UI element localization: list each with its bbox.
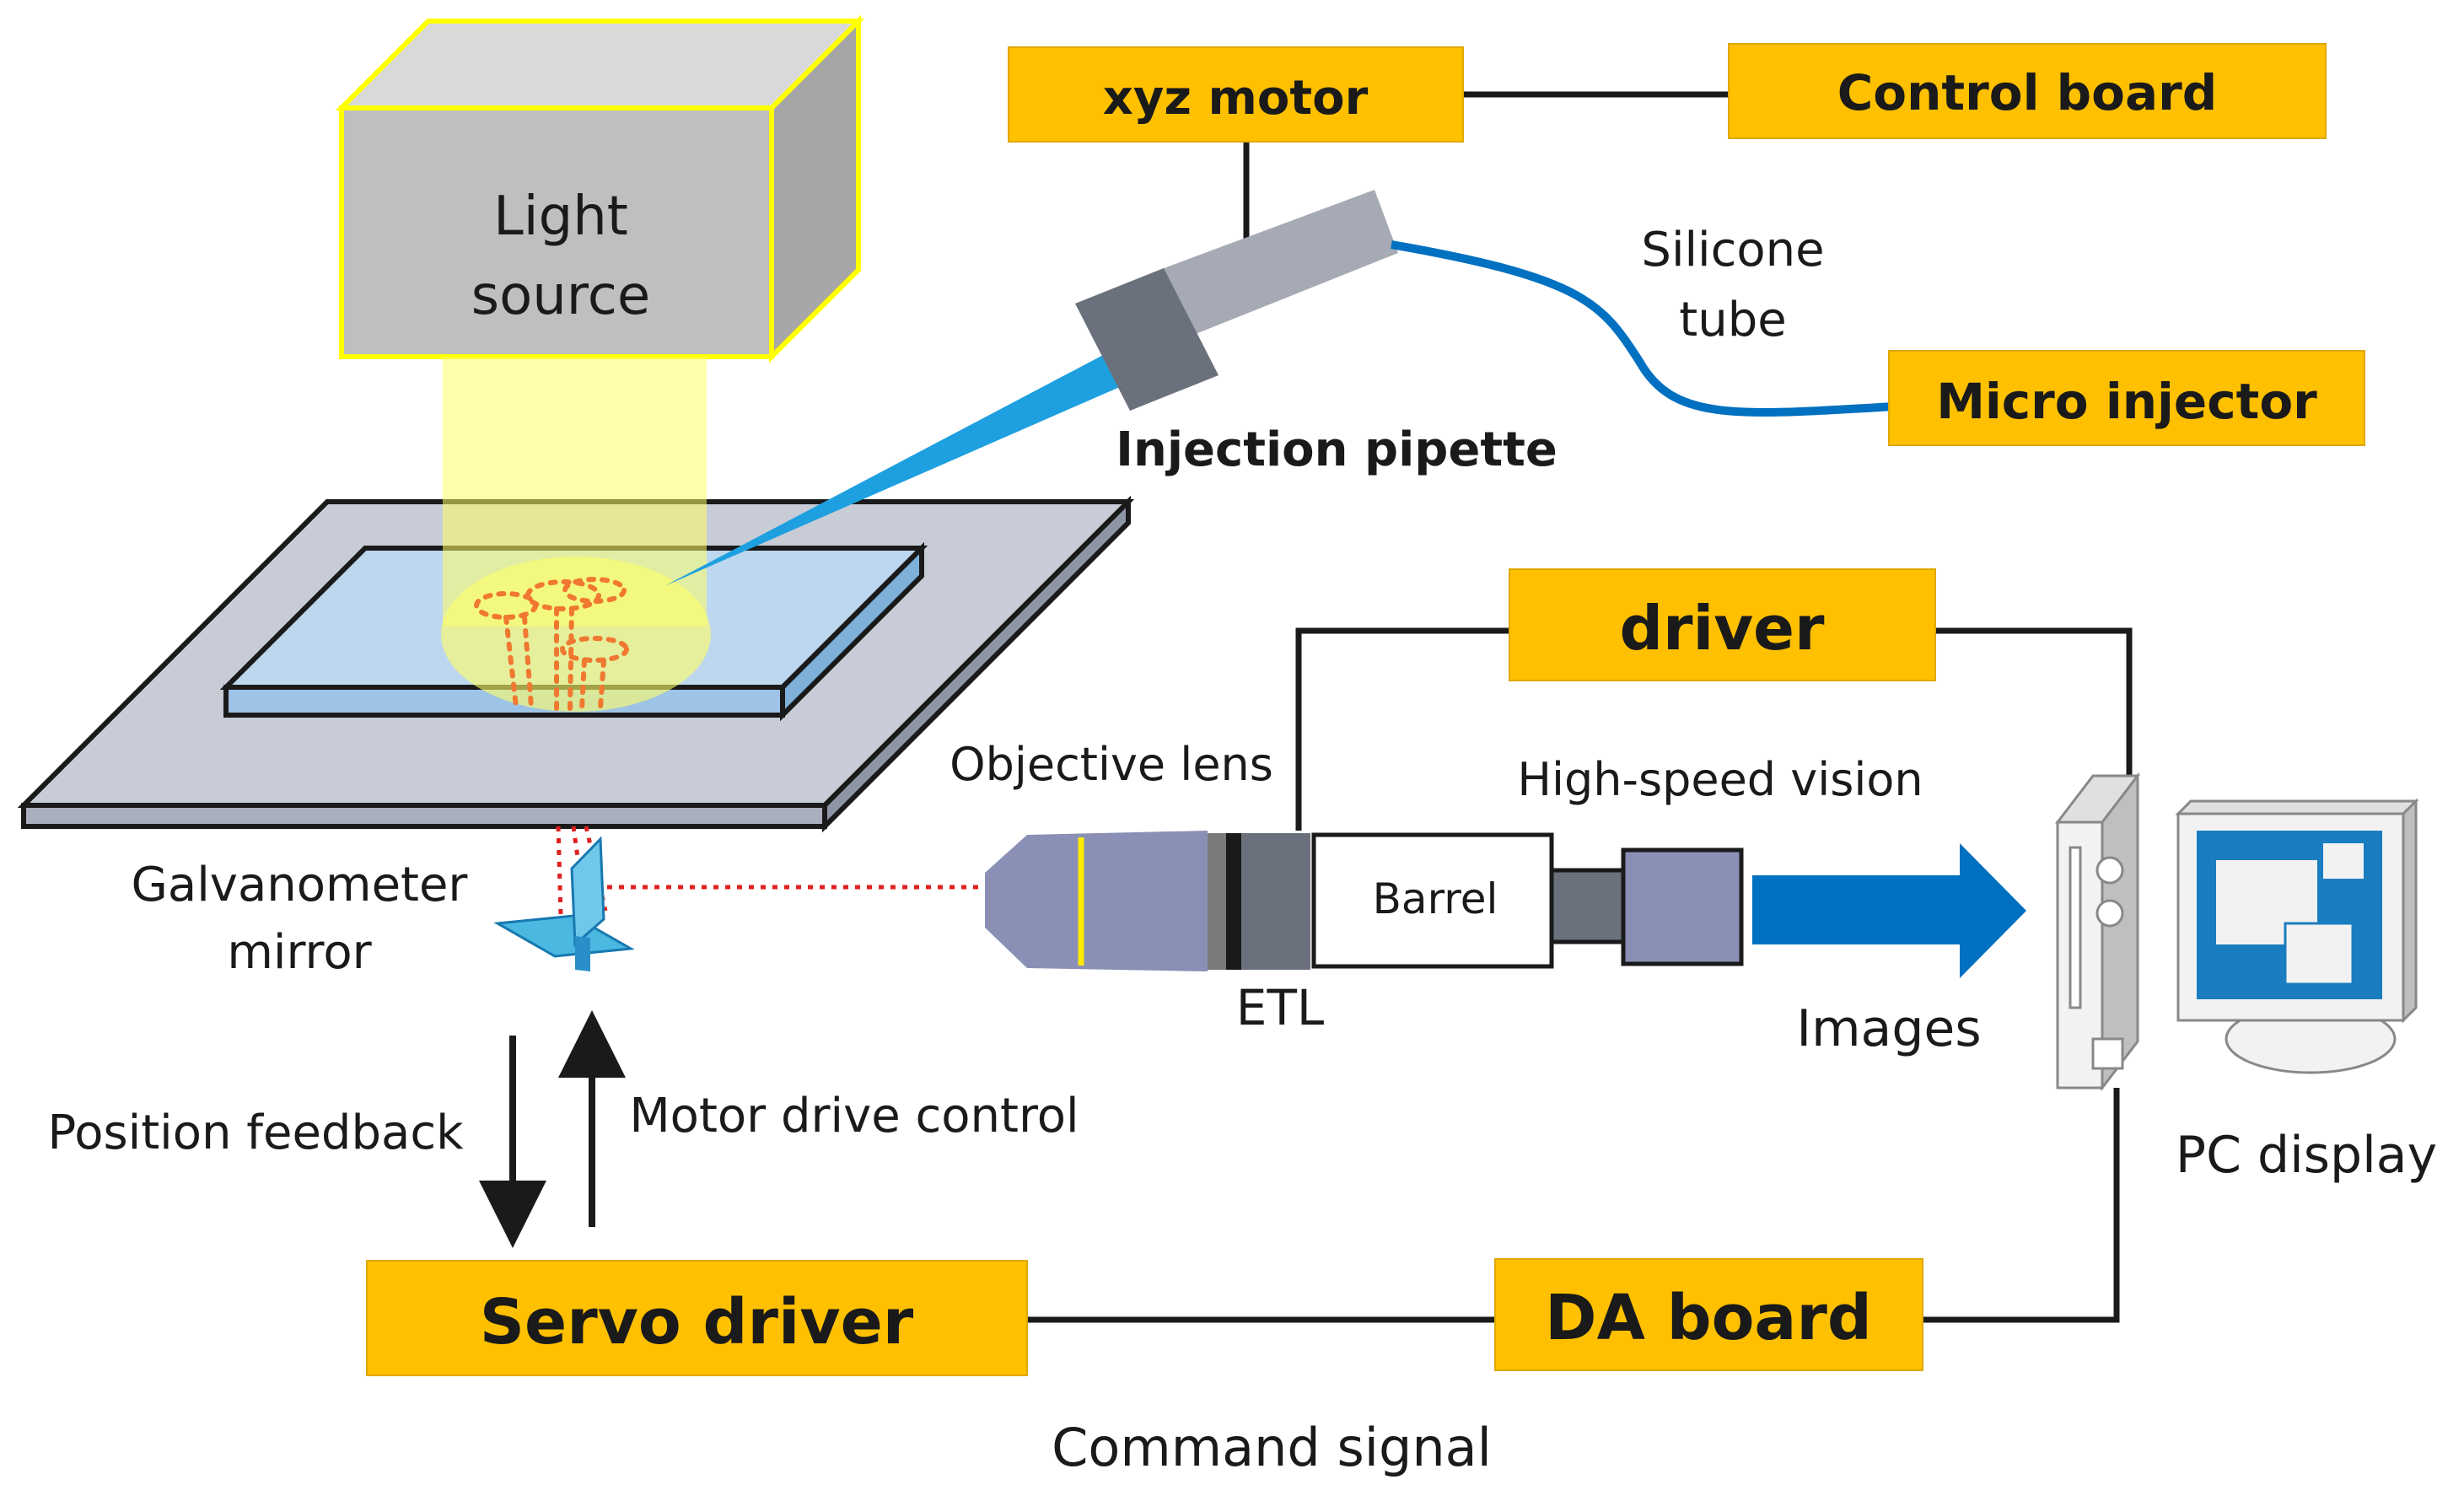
images-arrow [1752, 843, 2026, 978]
pc-computer [2054, 772, 2419, 1092]
box-da-board: DA board [1494, 1258, 1923, 1371]
wire-pc-to-da [1923, 1088, 2120, 1323]
objective-lens-label: Objective lens [950, 738, 1273, 791]
injection-pipette-label: Injection pipette [1116, 422, 1557, 477]
box-control-board: Control board [1728, 43, 2327, 139]
images-label: Images [1796, 999, 1981, 1058]
motor-drive-control-label: Motor drive control [629, 1089, 1079, 1143]
position-feedback-label: Position feedback [47, 1106, 464, 1160]
box-driver: driver [1509, 568, 1936, 681]
silicone-tube-label-1: Silicone [1641, 223, 1824, 277]
wire-driver-left [1295, 627, 1509, 831]
light-source-label-2: source [471, 265, 651, 327]
wires [1027, 91, 2133, 1323]
galvanometer-label-1: Galvanometer [132, 858, 469, 912]
driver-label: driver [1620, 593, 1825, 664]
micro-injector-label: Micro injector [1936, 373, 2317, 430]
injection-pipette [664, 190, 1398, 586]
box-servo-driver: Servo driver [366, 1260, 1028, 1376]
da-board-label: DA board [1545, 1282, 1872, 1354]
light-source-box [335, 14, 865, 363]
box-micro-injector: Micro injector [1888, 350, 2365, 446]
cells [474, 577, 629, 711]
control-board-label: Control board [1837, 64, 2218, 121]
high-speed-camera [1549, 847, 1744, 966]
silicone-tube-label-2: tube [1679, 293, 1786, 347]
silicone-tube [1391, 240, 1894, 417]
box-xyz-motor: xyz motor [1008, 46, 1464, 143]
objective-lens [985, 831, 1208, 971]
galvanometer-mirror [493, 826, 987, 971]
barrel [1311, 832, 1554, 969]
barrel-label: Barrel [1373, 874, 1498, 923]
etl [1208, 833, 1310, 970]
pc-display-label: PC display [2176, 1126, 2437, 1185]
light-source-label-1: Light [493, 186, 628, 248]
command-signal-label: Command signal [1052, 1417, 1492, 1478]
servo-driver-label: Servo driver [480, 1286, 914, 1359]
galvanometer-label-2: mirror [227, 925, 372, 980]
etl-label: ETL [1236, 979, 1324, 1036]
xyz-motor-label: xyz motor [1103, 71, 1369, 126]
wire-driver-right [1935, 627, 2133, 776]
high-speed-vision-label: High-speed vision [1517, 753, 1923, 806]
